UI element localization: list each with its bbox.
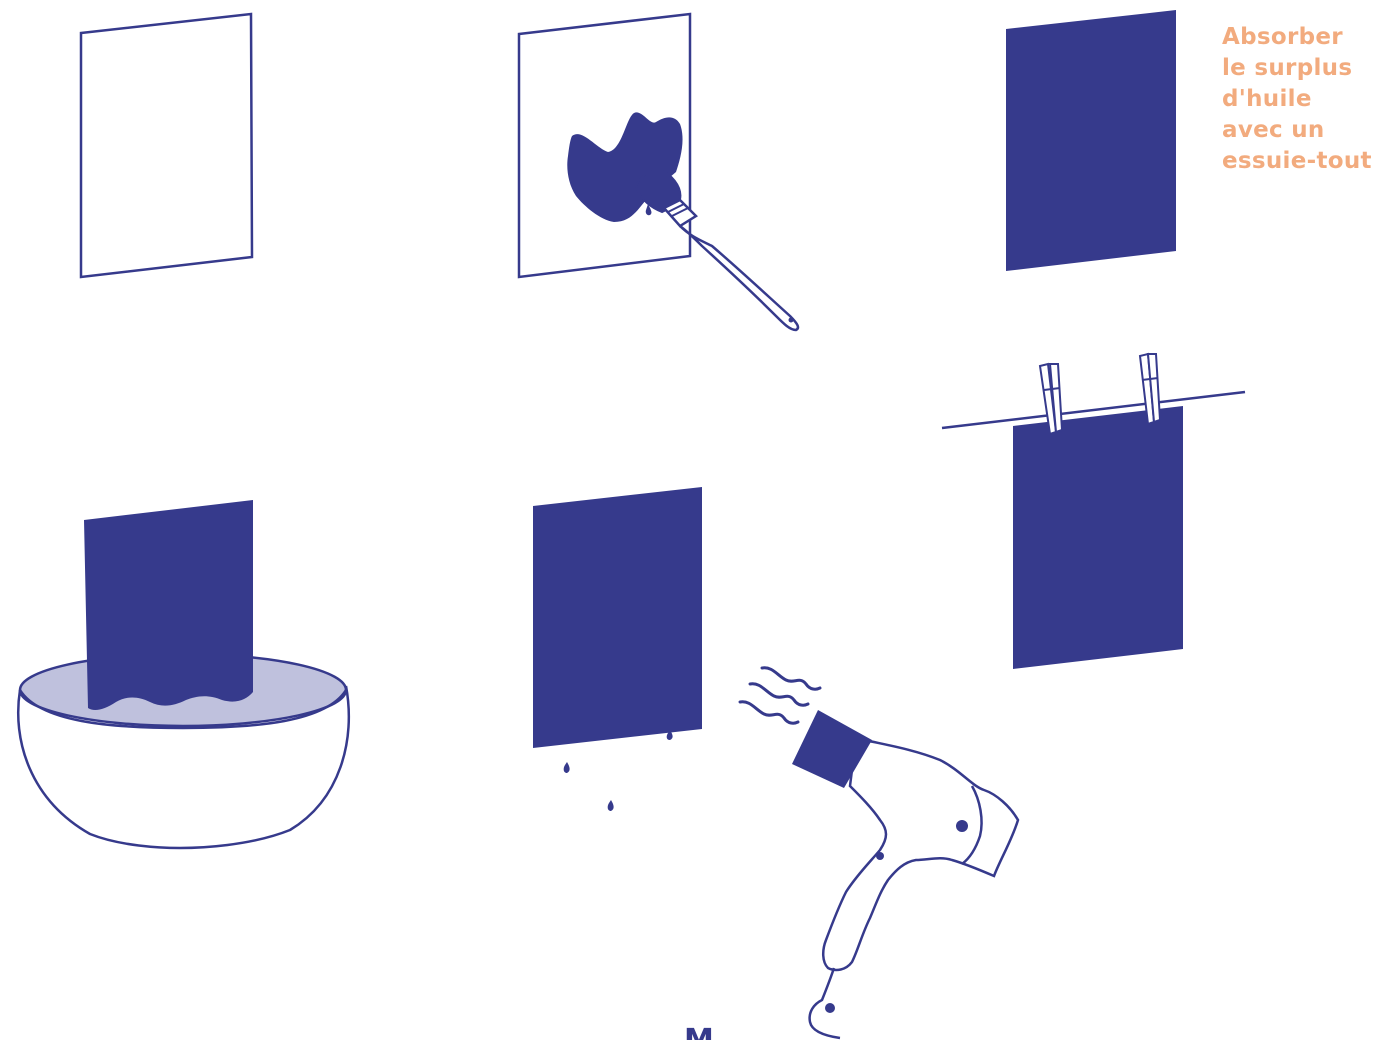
step-hang-on-line (942, 354, 1245, 669)
water-drop-icon (564, 762, 570, 773)
instruction-caption: Absorber le surplus d'huile avec un essu… (1222, 22, 1372, 177)
dryer-button (876, 852, 884, 860)
water-drop-icon (608, 800, 614, 811)
step-paint-with-brush (519, 14, 798, 330)
air-wave-icon (740, 702, 798, 723)
caption-line: d'huile (1222, 84, 1372, 115)
painted-sheet (1006, 10, 1176, 271)
step-blank-paper (81, 14, 252, 277)
cut-off-caption: M (684, 1026, 714, 1040)
dryer-cord (810, 968, 840, 1038)
dripping-sheet (533, 487, 702, 748)
air-wave-icon (750, 684, 808, 705)
blank-paper-sheet (81, 14, 252, 277)
hair-dryer-icon (740, 668, 1018, 1038)
hanging-sheet (1013, 406, 1183, 669)
caption-line: avec un (1222, 115, 1372, 146)
soaking-sheet (84, 500, 253, 710)
dryer-button (956, 820, 968, 832)
step-dripping-sheet (533, 487, 702, 811)
air-wave-icon (762, 668, 820, 689)
step-soak-in-bowl (18, 500, 349, 848)
caption-line: essuie-tout (1222, 146, 1372, 177)
caption-line: Absorber (1222, 22, 1372, 53)
caption-line: le surplus (1222, 53, 1372, 84)
step-painted-sheet (1006, 10, 1176, 271)
